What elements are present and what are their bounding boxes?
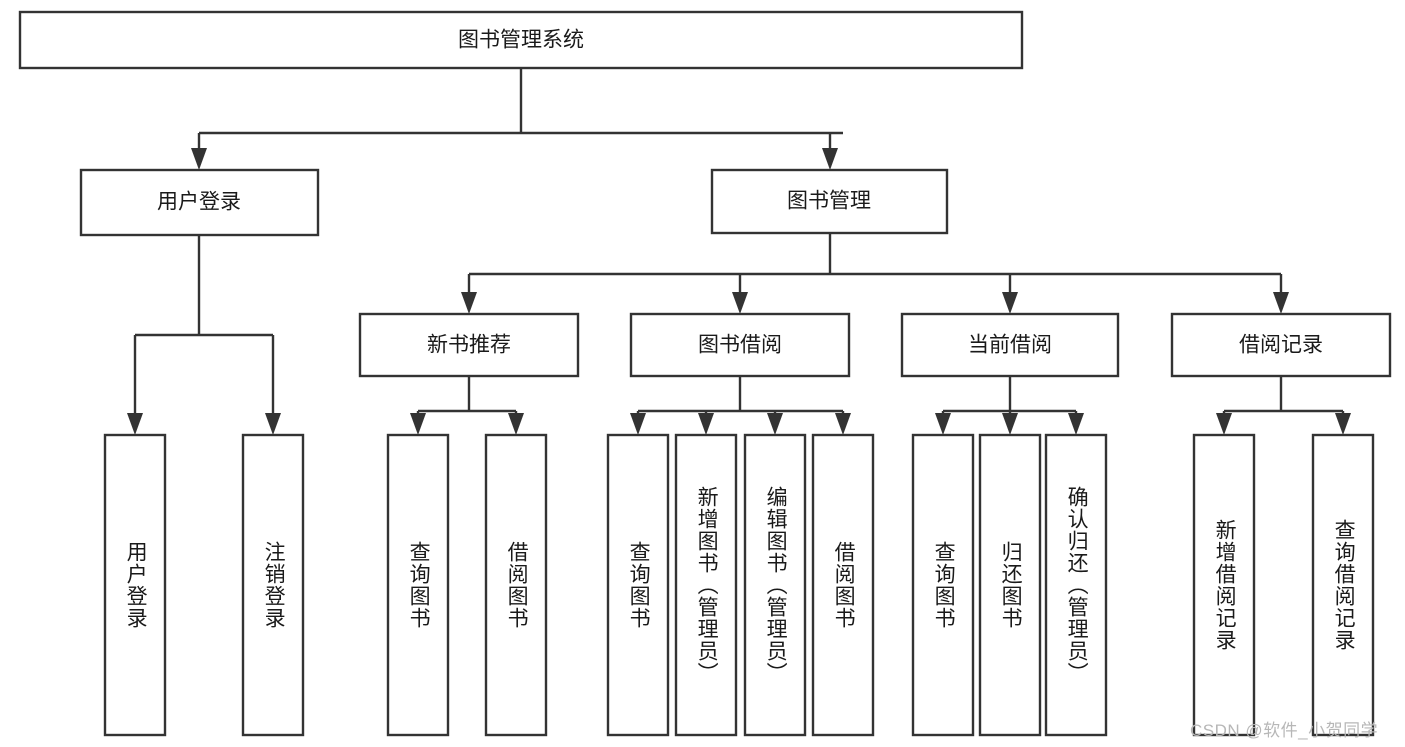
arrow-head-icon — [1002, 292, 1018, 314]
node-leaf-borrow-book[interactable] — [811, 433, 875, 737]
node-current-borrow-label: 当前借阅 — [968, 334, 1052, 357]
arrow-head-icon — [265, 413, 281, 435]
node-leaf-return-book[interactable] — [978, 433, 1042, 737]
node-book-management[interactable] — [710, 168, 949, 235]
node-book-management-label: 图书管理 — [787, 190, 871, 213]
node-book-borrow[interactable] — [629, 312, 851, 378]
node-leaf-add-book-admin[interactable] — [674, 433, 738, 737]
arrow-head-icon — [1335, 413, 1351, 435]
arrow-head-icon — [767, 413, 783, 435]
arrow-head-icon — [1273, 292, 1289, 314]
arrow-head-icon — [935, 413, 951, 435]
node-borrow-record-label: 借阅记录 — [1239, 334, 1323, 357]
node-new-book-recommend[interactable] — [358, 312, 580, 378]
node-leaf-query-book-borrow[interactable] — [606, 433, 670, 737]
node-user-login[interactable] — [79, 168, 320, 237]
arrow-head-icon — [508, 413, 524, 435]
connectors-layer — [127, 68, 1351, 435]
arrow-head-icon — [835, 413, 851, 435]
node-root[interactable] — [18, 10, 1024, 70]
node-new-book-recommend-label: 新书推荐 — [427, 334, 511, 357]
arrow-head-icon — [191, 148, 207, 170]
node-borrow-record[interactable] — [1170, 312, 1392, 378]
node-leaf-query-borrow-record[interactable] — [1311, 433, 1375, 737]
csdn-watermark: CSDN @软件_小贺同学 — [1190, 721, 1379, 740]
arrow-head-icon — [698, 413, 714, 435]
node-root-label: 图书管理系统 — [458, 29, 584, 52]
nodes-layer: 图书管理系统 用户登录 图书管理 新书推荐 图书借阅 当前借阅 借阅记录 — [18, 10, 1392, 737]
node-current-borrow[interactable] — [900, 312, 1120, 378]
node-leaf-user-login[interactable] — [103, 433, 167, 737]
arrow-head-icon — [127, 413, 143, 435]
arrow-head-icon — [1216, 413, 1232, 435]
node-leaf-query-book-current[interactable] — [911, 433, 975, 737]
node-leaf-borrow-book-new[interactable] — [484, 433, 548, 737]
node-leaf-add-borrow-record[interactable] — [1192, 433, 1256, 737]
node-leaf-query-book-new[interactable] — [386, 433, 450, 737]
arrow-head-icon — [410, 413, 426, 435]
node-leaf-logout[interactable] — [241, 433, 305, 737]
arrow-head-icon — [732, 292, 748, 314]
node-user-login-label: 用户登录 — [157, 191, 241, 214]
arrow-head-icon — [1002, 413, 1018, 435]
arrow-head-icon — [461, 292, 477, 314]
node-leaf-confirm-return-admin[interactable] — [1044, 433, 1108, 737]
node-leaf-edit-book-admin[interactable] — [743, 433, 807, 737]
arrow-head-icon — [1068, 413, 1084, 435]
arrow-head-icon — [822, 148, 838, 170]
arrow-head-icon — [630, 413, 646, 435]
node-book-borrow-label: 图书借阅 — [698, 334, 782, 357]
